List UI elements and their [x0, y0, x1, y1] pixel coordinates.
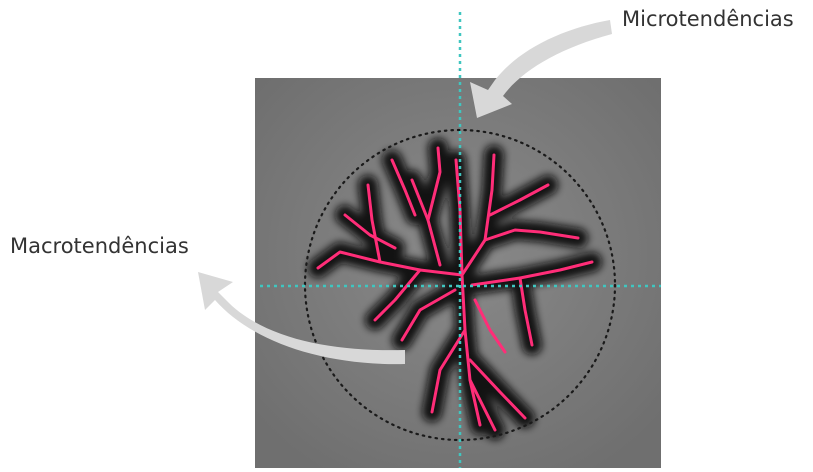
macro-trends-label: Macrotendências: [10, 236, 189, 257]
micro-trends-label: Microtendências: [622, 9, 794, 30]
